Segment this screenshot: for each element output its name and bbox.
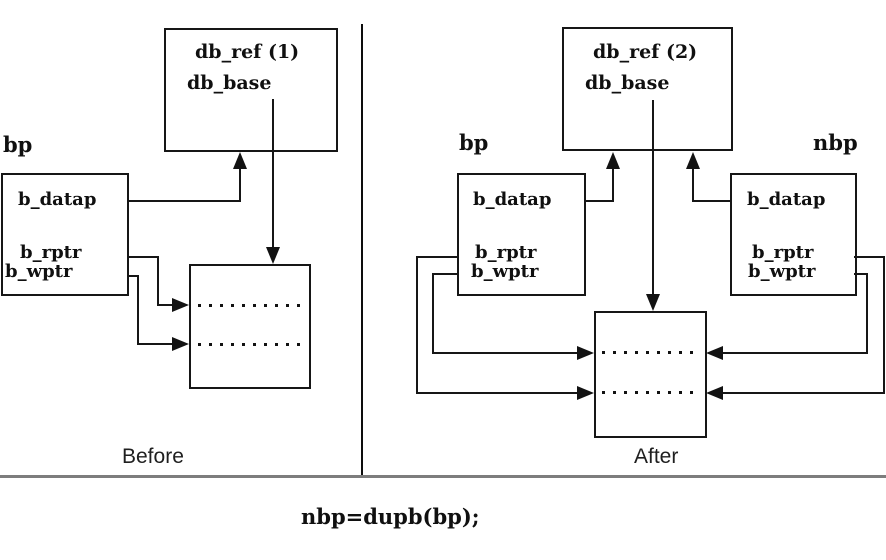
after-bp-b-datap-label: b_datap bbox=[473, 189, 552, 210]
after-bp-b-wptr-label: b_wptr bbox=[471, 261, 539, 282]
after-bp-b-rptr-label: b_rptr bbox=[475, 242, 537, 263]
after-nbp-pointer-label: nbp bbox=[813, 130, 858, 155]
after-bp-rptr-line-h1 bbox=[416, 256, 459, 258]
after-bp-rptr-line-h2 bbox=[416, 392, 580, 394]
after-nbp-rptr-line-v bbox=[883, 256, 885, 394]
before-db-base-label: db_base bbox=[187, 72, 272, 94]
before-dblk-box bbox=[164, 28, 338, 152]
figure-bottom-rule bbox=[0, 475, 886, 478]
before-wptr-dotted-row bbox=[198, 343, 300, 346]
before-db-base-arrow-down-icon bbox=[266, 247, 280, 264]
panel-divider-line bbox=[361, 24, 363, 477]
before-rptr-line-h1 bbox=[128, 256, 159, 258]
before-bp-pointer-label: bp bbox=[3, 132, 33, 157]
before-wptr-line-v bbox=[137, 275, 139, 345]
before-rptr-dotted-row bbox=[198, 304, 300, 307]
after-panel-label: After bbox=[634, 445, 679, 468]
after-db-base-label: db_base bbox=[585, 72, 670, 94]
after-data-buffer-box bbox=[594, 311, 707, 438]
after-bp-datap-arrow-up-icon bbox=[606, 152, 620, 169]
after-bp-wptr-line-h1 bbox=[432, 273, 459, 275]
before-datap-line-h bbox=[128, 200, 241, 202]
after-bp-datap-line-v bbox=[612, 168, 614, 202]
before-b-datap-label: b_datap bbox=[18, 189, 97, 210]
before-db-base-line-v bbox=[272, 99, 274, 249]
before-data-buffer-box bbox=[189, 264, 311, 389]
before-datap-line-v bbox=[239, 168, 241, 202]
after-nbp-wptr-line-h1 bbox=[854, 273, 868, 275]
after-dotted-row-2 bbox=[602, 391, 698, 394]
after-nbp-rptr-line-h1 bbox=[854, 256, 885, 258]
after-nbp-wptr-line-v bbox=[866, 273, 868, 354]
before-wptr-arrow-right-icon bbox=[172, 337, 189, 351]
after-nbp-datap-arrow-up-icon bbox=[686, 152, 700, 169]
after-nbp-datap-line-h bbox=[694, 200, 730, 202]
after-db-base-line-v bbox=[652, 100, 654, 296]
after-bp-wptr-line-h2 bbox=[432, 352, 580, 354]
after-nbp-wptr-line-h2 bbox=[722, 352, 868, 354]
before-b-rptr-label: b_rptr bbox=[20, 242, 82, 263]
before-panel-label: Before bbox=[122, 445, 184, 468]
after-nbp-b-rptr-label: b_rptr bbox=[752, 242, 814, 263]
after-bp-rptr-arrow-right-icon bbox=[577, 386, 594, 400]
after-nbp-rptr-arrow-left-icon bbox=[706, 386, 723, 400]
before-db-ref-label: db_ref (1) bbox=[195, 41, 300, 63]
before-b-wptr-label: b_wptr bbox=[5, 261, 73, 282]
after-dblk-box bbox=[562, 27, 733, 151]
after-bp-pointer-label: bp bbox=[459, 130, 489, 155]
after-bp-wptr-line-v bbox=[432, 273, 434, 354]
after-nbp-datap-line-v bbox=[692, 168, 694, 202]
after-nbp-mblk-box bbox=[730, 173, 857, 296]
before-mblk-box bbox=[1, 173, 129, 296]
after-db-base-arrow-down-icon bbox=[646, 294, 660, 311]
before-wptr-line-h2 bbox=[137, 343, 177, 345]
after-bp-rptr-line-v bbox=[416, 256, 418, 394]
after-bp-mblk-box bbox=[457, 173, 586, 296]
before-rptr-line-v bbox=[157, 256, 159, 306]
figure-caption: nbp=dupb(bp); bbox=[301, 504, 480, 529]
after-bp-datap-line-h bbox=[585, 200, 614, 202]
after-bp-wptr-arrow-right-icon bbox=[577, 346, 594, 360]
after-db-ref-label: db_ref (2) bbox=[593, 41, 698, 63]
after-nbp-b-wptr-label: b_wptr bbox=[748, 261, 816, 282]
after-nbp-wptr-arrow-left-icon bbox=[706, 346, 723, 360]
before-rptr-arrow-right-icon bbox=[172, 298, 189, 312]
after-nbp-rptr-line-h2 bbox=[722, 392, 885, 394]
before-rptr-line-h2 bbox=[157, 304, 177, 306]
before-datap-arrow-up-icon bbox=[233, 152, 247, 169]
after-nbp-b-datap-label: b_datap bbox=[747, 189, 826, 210]
before-wptr-line-h1 bbox=[128, 275, 139, 277]
after-dotted-row-1 bbox=[602, 351, 698, 354]
